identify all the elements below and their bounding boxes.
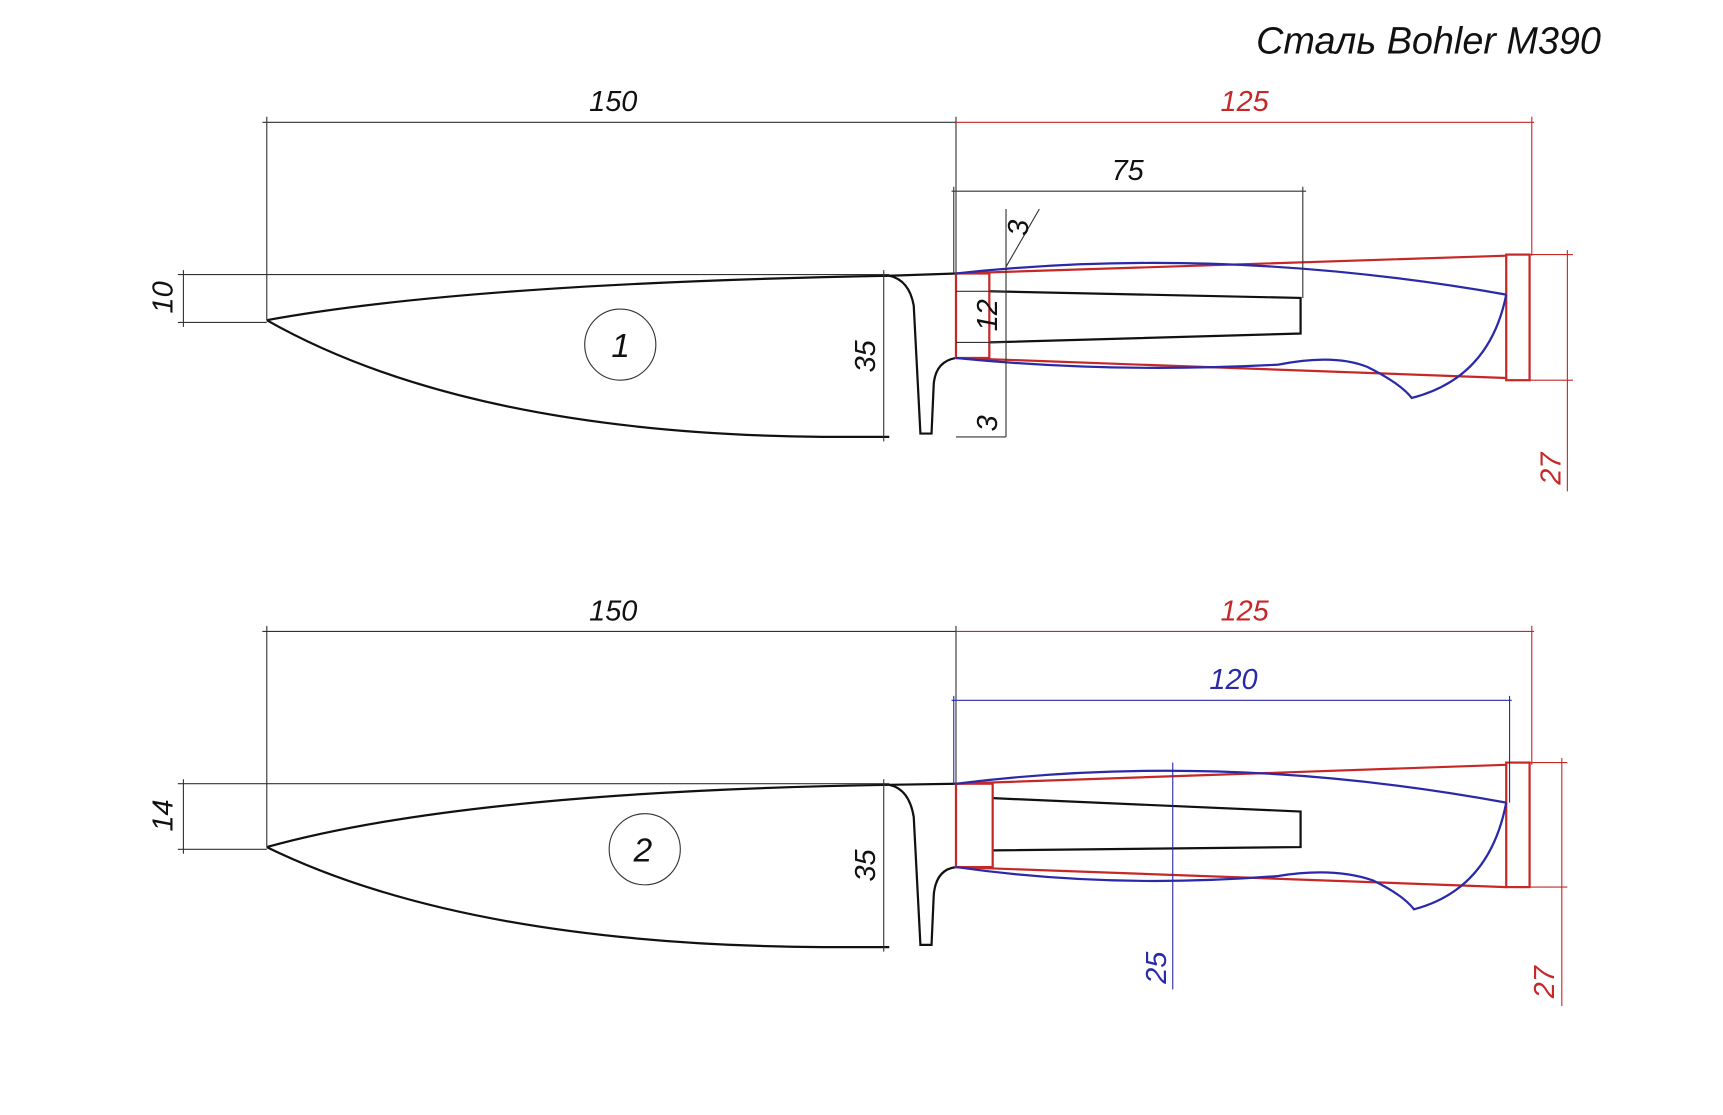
handle-red-outline [954, 253, 1531, 382]
dim-tang-length: 75 [1112, 155, 1145, 187]
title: Сталь Bohler M390 [1256, 20, 1601, 62]
dim-handle-height: 27 [1529, 965, 1561, 999]
blade-outline [266, 272, 1302, 439]
label-circle [608, 813, 681, 886]
handle-blue-outline [955, 261, 1508, 400]
dim-handle-height: 27 [1536, 452, 1568, 486]
dim-tang-height: 12 [972, 299, 1004, 331]
dim-handle-length: 125 [1221, 595, 1270, 627]
knife-1: 1 150 125 75 10 35 12 3 3 27 [147, 86, 1573, 492]
blade-outline [266, 782, 1302, 949]
handle-red-outline [954, 761, 1531, 889]
dim-tip-height: 10 [147, 281, 179, 313]
dim-blade-length: 150 [589, 86, 637, 118]
label-circle [584, 308, 657, 381]
handle-blue-outline [955, 769, 1508, 911]
dim-blade-height: 35 [850, 848, 882, 881]
dim-gap-top: 3 [1003, 220, 1035, 236]
dim-blade-height: 35 [850, 339, 882, 372]
dim-tip-height: 14 [147, 799, 179, 831]
knife-label: 1 [611, 328, 630, 365]
dim-gap-bottom: 3 [972, 415, 1004, 431]
dimensions: 150 125 75 10 35 12 3 3 27 [147, 86, 1573, 492]
dim-handle-mid-height: 25 [1141, 951, 1173, 985]
dim-handle-inner-length: 120 [1209, 664, 1257, 696]
dim-blade-length: 150 [589, 595, 637, 627]
dimensions: 150 125 120 14 35 25 27 [147, 595, 1568, 1007]
dim-handle-length: 125 [1221, 86, 1270, 118]
knife-label: 2 [633, 833, 653, 870]
knife-2: 2 150 125 120 14 35 25 27 [147, 595, 1568, 1007]
